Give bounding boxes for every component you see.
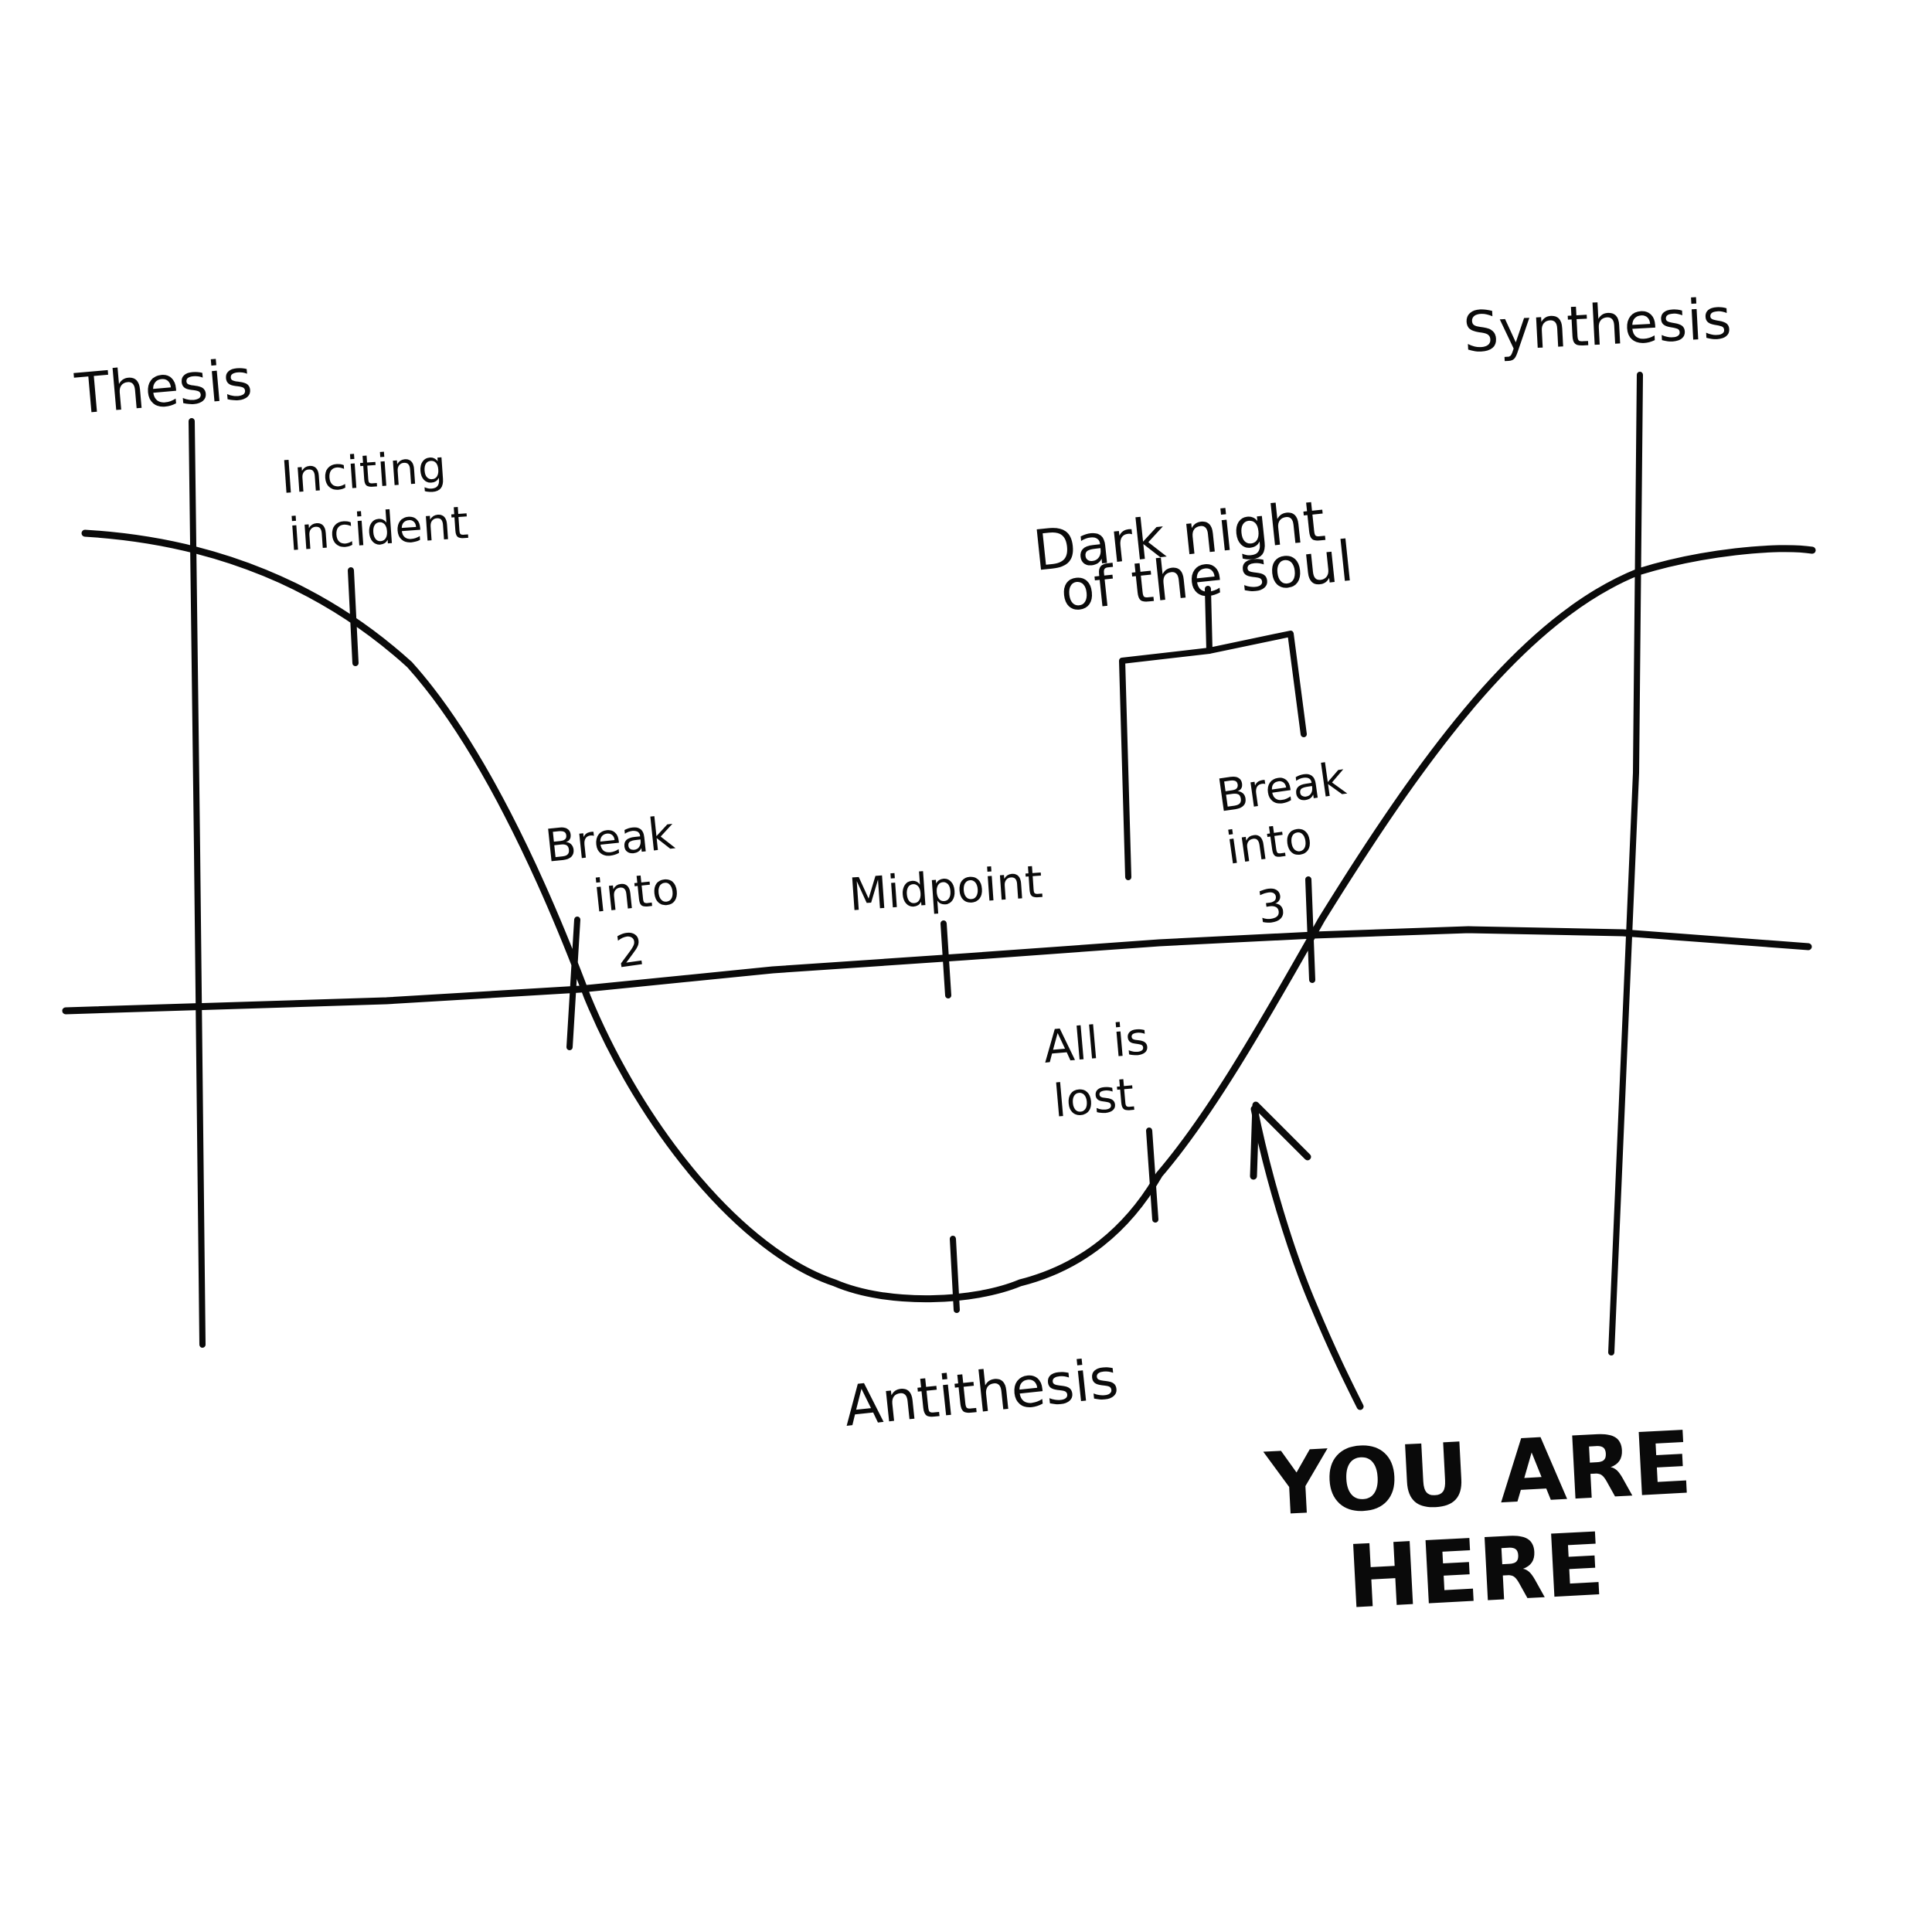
antithesis-label: Antithesis bbox=[841, 1345, 1121, 1439]
synthesis-label: Synthesis bbox=[1461, 286, 1733, 365]
inciting-incident-tick bbox=[348, 567, 359, 666]
break-into-3-label-line1: Break bbox=[1213, 752, 1349, 822]
thesis-label: Thesis bbox=[72, 346, 254, 427]
all-is-lost-tick bbox=[1146, 1128, 1158, 1223]
inciting-incident-label-line2: incident bbox=[287, 496, 470, 561]
break-into-3-label-line3: 3 bbox=[1253, 878, 1289, 934]
break-into-3-label-line2: into bbox=[1223, 811, 1315, 875]
you-are-here-label-line2: HERE bbox=[1345, 1515, 1607, 1628]
break-into-2-label-line2: into bbox=[590, 862, 682, 923]
break-into-2-tick bbox=[566, 917, 580, 1050]
thesis-axis bbox=[189, 418, 206, 1348]
antithesis-tick bbox=[950, 1236, 960, 1313]
story-curve bbox=[81, 529, 1816, 1303]
all-is-lost-label-line2: lost bbox=[1051, 1068, 1136, 1128]
dark-night-bracket-stem bbox=[1205, 586, 1213, 654]
inciting-incident-label-line1: Inciting bbox=[279, 440, 448, 504]
midpoint-label: Midpoint bbox=[847, 855, 1044, 921]
you-are-here-arrow-head bbox=[1250, 1101, 1311, 1180]
you-are-here-label-line1: YOU ARE bbox=[1262, 1413, 1695, 1536]
all-is-lost-label-line1: All is bbox=[1041, 1012, 1151, 1073]
break-into-2-label-line1: Break bbox=[543, 807, 677, 872]
break-into-2-label-line3: 2 bbox=[612, 922, 648, 978]
you-are-here-arrow-shaft bbox=[1250, 1105, 1364, 1410]
synthesis-axis bbox=[1608, 372, 1643, 1355]
horizontal-axis bbox=[62, 926, 1812, 1015]
break-into-3-tick bbox=[1305, 876, 1315, 983]
midpoint-tick bbox=[940, 920, 951, 998]
